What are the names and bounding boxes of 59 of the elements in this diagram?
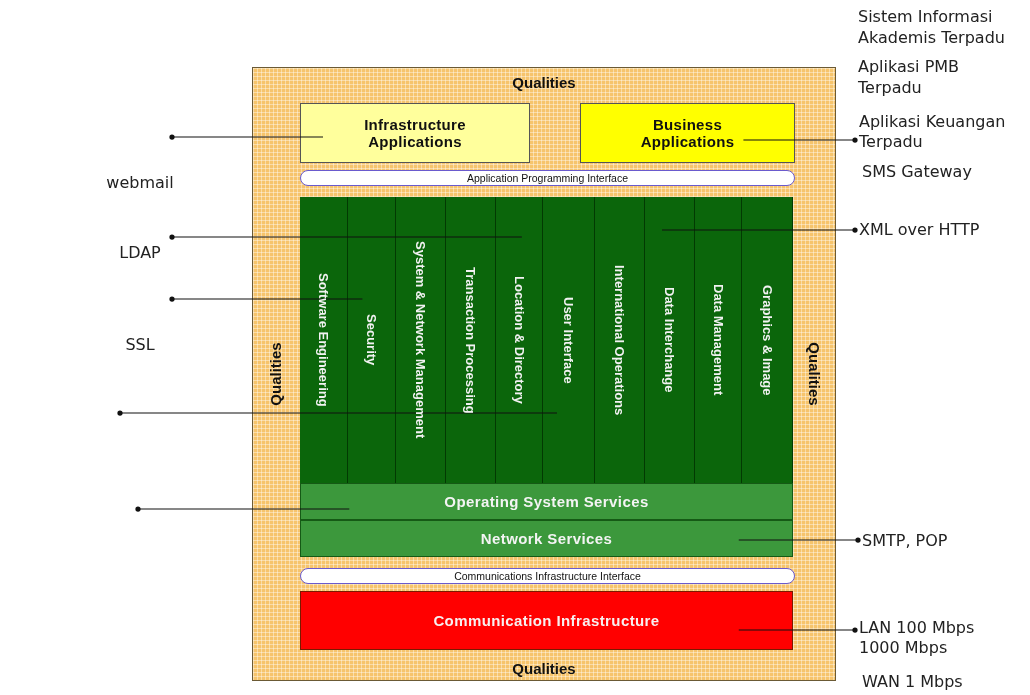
column-label: Data Management	[710, 284, 726, 396]
column-label: Data Interchange	[662, 287, 677, 393]
leader-line	[738, 627, 858, 633]
box-label: Business Applications	[639, 116, 736, 150]
leader-line	[169, 234, 523, 240]
leader-line	[169, 134, 324, 140]
service-column	[396, 197, 446, 483]
leader-line	[742, 137, 858, 143]
service-column	[543, 197, 595, 483]
layer-frame	[252, 67, 836, 681]
service-column	[300, 197, 348, 483]
leader-line	[661, 227, 858, 233]
leader-line	[738, 537, 861, 543]
leader-line	[135, 506, 350, 512]
layer-label: Network Services	[480, 530, 613, 547]
column-label: User Interface	[561, 296, 576, 384]
service-column	[742, 197, 793, 483]
interface-label: Application Programming Interface	[466, 172, 629, 184]
layer-label: Communication Infrastructure	[433, 612, 660, 629]
column-label: System & Network Management	[413, 241, 428, 439]
column-label: Location & Directory	[511, 276, 527, 404]
service-column	[446, 197, 496, 483]
interface-bar	[300, 170, 795, 186]
annotation-text: LAN 100 Mbps 1000 Mbps	[859, 618, 976, 658]
annotation-text: SMTP, POP	[862, 531, 949, 551]
service-layer	[300, 483, 793, 520]
annotation-text: webmail	[105, 173, 175, 193]
annotation-text: WAN 1 Mbps	[862, 671, 964, 692]
annotation-text: Sistem Informasi Akademis Terpadu	[858, 6, 1006, 48]
service-column	[595, 197, 645, 483]
annotation-text: SSL	[124, 335, 156, 355]
interface-bar	[300, 568, 795, 584]
column-label: Software Engineering	[316, 273, 331, 407]
service-column	[695, 197, 742, 483]
layer-label: Operating System Services	[444, 493, 649, 510]
leader-line	[117, 410, 558, 416]
annotation-text: XML over HTTP	[859, 220, 981, 240]
annotation-text: Aplikasi Keuangan Terpadu	[859, 112, 1007, 152]
application-box	[300, 103, 530, 163]
column-label: International Operations	[612, 264, 627, 416]
application-box	[580, 103, 795, 163]
column-label: Transaction Processing	[463, 266, 478, 414]
service-column	[645, 197, 695, 483]
infrastructure-layer	[300, 591, 793, 650]
qualities-label: Qualities	[267, 342, 284, 406]
qualities-label: Qualities	[806, 342, 823, 406]
service-layer	[300, 520, 793, 557]
box-label: Infrastructure Applications	[363, 116, 467, 150]
annotation-text: SMS Gateway	[862, 161, 973, 182]
interface-label: Communications Infrastructure Interface	[454, 570, 641, 582]
annotation-text: LDAP	[118, 243, 162, 263]
qualities-label: Qualities	[511, 660, 577, 677]
column-label: Security	[364, 314, 379, 366]
service-column	[496, 197, 543, 483]
leader-line	[169, 296, 363, 302]
annotation-text: Aplikasi PMB Terpadu	[858, 56, 961, 98]
service-column	[348, 197, 396, 483]
qualities-label: Qualities	[511, 74, 577, 91]
column-label: Graphics & Image	[759, 284, 775, 396]
